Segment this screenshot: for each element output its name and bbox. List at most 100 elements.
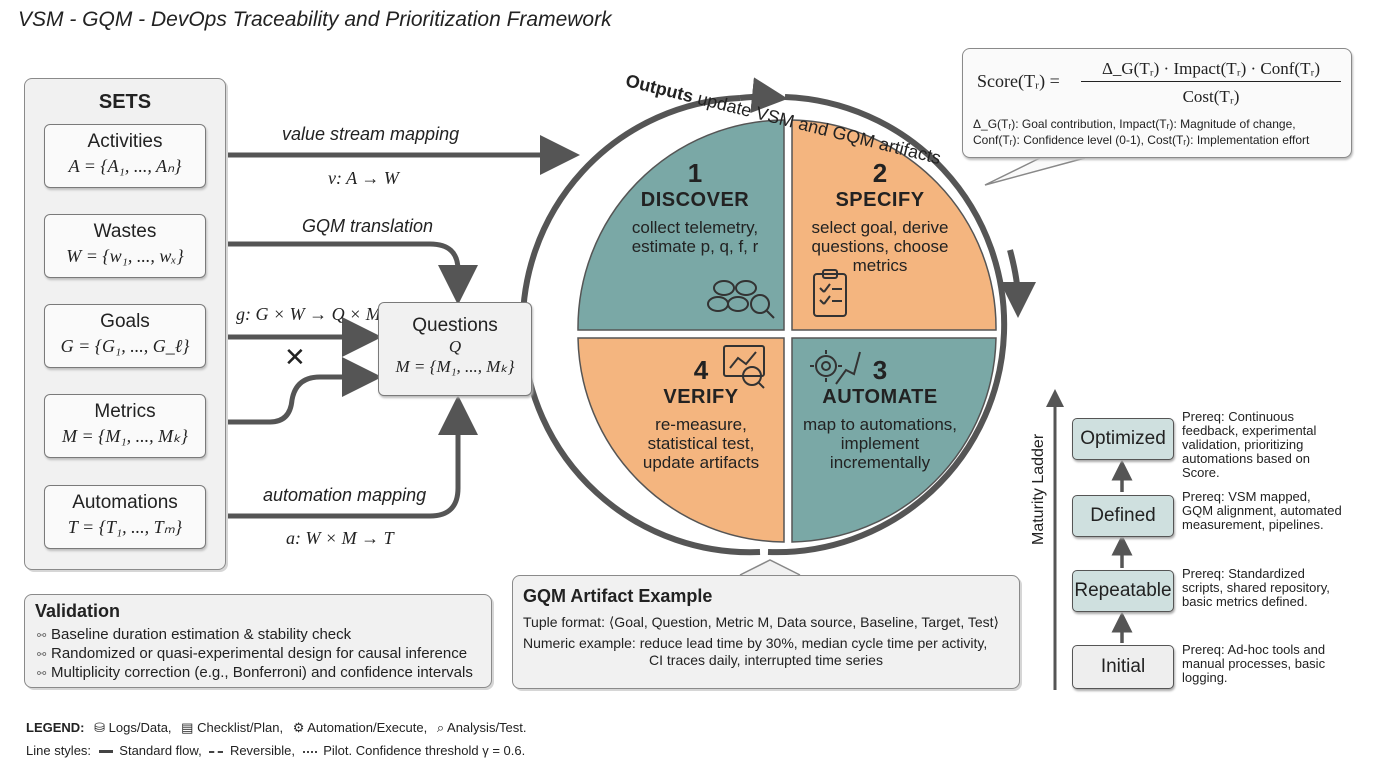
cross-icon: ✕ — [284, 342, 306, 372]
metrics-arrow — [206, 357, 382, 425]
quadrant-title: SPECIFY — [835, 189, 925, 211]
legend-row: LEGEND: ⛁ Logs/Data, ▤ Checklist/Plan, ⚙… — [26, 720, 527, 736]
gqm-numeric-2: CI traces daily, interrupted time series — [649, 652, 883, 668]
vsm-formula: v: A → W — [328, 168, 399, 188]
legend-item: Analysis/Test. — [447, 720, 527, 735]
score-note-2: Conf(Tᵣ): Confidence level (0-1), Cost(T… — [973, 133, 1310, 147]
set-formula: T = {T₁, ..., Tₘ} — [67, 517, 183, 537]
set-formula: G = {G₁, ..., G_ℓ} — [60, 336, 190, 356]
quadrant-desc: re-measure, statistical test, update art… — [642, 415, 760, 472]
set-automations: Automations T = {T₁, ..., Tₘ} — [44, 485, 206, 549]
quadrant-title: VERIFY — [663, 386, 739, 408]
bullet-icon: ⚯ — [37, 630, 47, 642]
validation-item-text: Randomized or quasi-experimental design … — [51, 645, 468, 662]
gqm-translation-label: GQM translation — [302, 216, 434, 236]
logs-icon: ⛁ — [94, 720, 106, 735]
level-defined: Defined — [1072, 495, 1174, 537]
quadrant-automate-shape — [791, 337, 997, 543]
line-styles-label: Line styles: — [26, 743, 92, 758]
questions-q: Q — [448, 337, 462, 356]
quadrant-number: 2 — [872, 158, 888, 188]
line-style-item: Reversible, — [229, 743, 295, 758]
automation-arrow — [206, 395, 478, 519]
legend-item: Automation/Execute, — [307, 720, 428, 735]
quadrant-discover: 1 DISCOVER collect telemetry, estimate p… — [620, 158, 770, 256]
quadrant-number: 4 — [693, 355, 709, 385]
validation-item-text: Baseline duration estimation & stability… — [51, 626, 352, 643]
gqm-numeric-1: Numeric example: reduce lead time by 30%… — [523, 635, 988, 651]
level-optimized: Optimized — [1072, 418, 1174, 460]
sets-heading: SETS — [98, 91, 152, 113]
validation-panel: Validation ⚯ Baseline duration estimation… — [24, 594, 492, 688]
set-name: Goals — [100, 311, 150, 332]
legend-item: Checklist/Plan, — [197, 720, 284, 735]
score-box: Score(Tᵣ) = Δ_G(Tᵣ) · Impact(Tᵣ) · Conf(… — [962, 48, 1352, 158]
questions-m: M = {M₁, ..., Mₖ} — [395, 357, 515, 376]
quadrant-discover-shape — [577, 119, 785, 331]
quadrant-verify: 4 VERIFY re-measure, statistical test, u… — [626, 355, 776, 472]
g-formula: g: G × W → Q × M — [236, 304, 381, 324]
set-activities: Activities A = {A₁, ..., Aₙ} — [44, 124, 206, 188]
bullet-icon: ⚯ — [37, 649, 47, 661]
validation-item-text: Multiplicity correction (e.g., Bonferron… — [51, 664, 473, 681]
set-name: Automations — [72, 492, 178, 513]
gqm-example-heading: GQM Artifact Example — [523, 586, 713, 606]
vsm-label: value stream mapping — [282, 124, 460, 144]
prereq-optimized: Prereq: Continuous feedback, experimenta… — [1182, 409, 1317, 480]
quadrant-desc: collect telemetry, estimate p, q, f, r — [631, 218, 759, 256]
set-formula: A = {A₁, ..., Aₙ} — [68, 156, 182, 176]
quadrant-specify: 2 SPECIFY select goal, derive questions,… — [800, 158, 960, 275]
line-styles-row: Line styles: Standard flow, Reversible, … — [26, 743, 525, 758]
set-name: Metrics — [94, 401, 156, 422]
level-repeatable: Repeatable — [1072, 570, 1174, 612]
line-style-item: Pilot. Confidence threshold γ = 0.6. — [323, 743, 526, 758]
quadrant-number: 3 — [872, 355, 888, 385]
prereq-defined: Prereq: VSM mapped, GQM alignment, autom… — [1182, 489, 1342, 532]
prereq-initial: Prereq: Ad-hoc tools and manual processe… — [1182, 642, 1326, 685]
validation-item: ⚯ Multiplicity correction (e.g., Bonferro… — [37, 664, 491, 683]
gqm-tuple: Tuple format: ⟨Goal, Question, Metric M,… — [523, 614, 999, 630]
validation-heading: Validation — [35, 601, 121, 621]
automation-mapping-label: automation mapping — [263, 485, 427, 505]
analysis-icon — [723, 345, 765, 389]
maturity-axis-label: Maturity Ladder — [1030, 433, 1047, 545]
quadrant-desc: select goal, derive questions, choose me… — [811, 218, 949, 275]
validation-item: ⚯ Baseline duration estimation & stabilit… — [37, 626, 491, 645]
score-callout-pointer — [984, 157, 1086, 186]
quadrant-automate: 3 AUTOMATE map to automations, implement… — [800, 355, 960, 472]
set-name: Activities — [87, 131, 163, 152]
questions-box: Questions Q M = {M₁, ..., Mₖ} — [378, 302, 532, 396]
gqm-translation-arrow — [206, 241, 478, 305]
score-lhs: Score(Tᵣ) = — [977, 71, 1060, 91]
automation-execute-icon — [810, 350, 861, 385]
set-formula: M = {M₁, ..., Mₖ} — [62, 426, 188, 446]
quadrant-verify-shape — [577, 337, 785, 543]
a-formula: a: W × M → T — [286, 528, 394, 548]
magnifier-icon: ⌕ — [436, 720, 445, 735]
cycle-arrow-top — [739, 77, 788, 114]
quadrant-number: 1 — [687, 158, 703, 188]
gear-icon: ⚙ — [292, 720, 305, 735]
score-denominator: Cost(Tᵣ) — [1182, 87, 1240, 106]
dotted-line-icon — [302, 750, 317, 753]
line-style-item: Standard flow, — [119, 743, 202, 758]
questions-title: Questions — [412, 315, 498, 336]
prereq-repeatable: Prereq: Standardized scripts, shared rep… — [1182, 566, 1330, 609]
dashed-line-icon — [209, 750, 224, 753]
cycle-arrow-right — [999, 249, 1036, 318]
quadrant-title: AUTOMATE — [822, 386, 938, 408]
gqm-example-panel: GQM Artifact Example Tuple format: ⟨Goal… — [512, 575, 1020, 689]
set-metrics: Metrics M = {M₁, ..., Mₖ} — [44, 394, 206, 458]
set-goals: Goals G = {G₁, ..., G_ℓ} — [44, 304, 206, 368]
level-initial: Initial — [1072, 645, 1174, 689]
set-formula: W = {w₁, ..., wₓ} — [66, 246, 184, 266]
page-title: VSM - GQM - DevOps Traceability and Prio… — [18, 8, 612, 31]
set-name: Wastes — [93, 221, 157, 242]
cycle-ring — [767, 94, 1008, 556]
logs-data-icon — [707, 280, 775, 319]
quadrant-specify-shape — [791, 119, 997, 331]
legend-item: Logs/Data, — [108, 720, 172, 735]
checklist-icon — [813, 269, 847, 317]
bullet-icon: ⚯ — [37, 668, 47, 680]
